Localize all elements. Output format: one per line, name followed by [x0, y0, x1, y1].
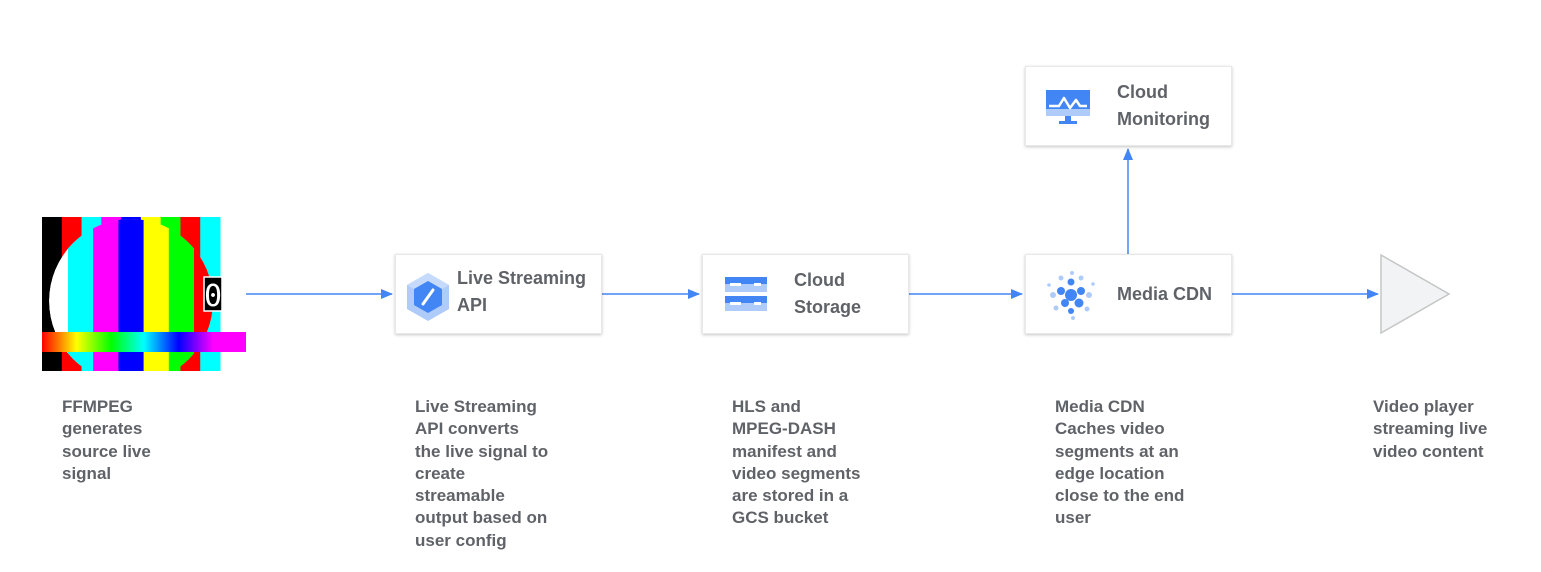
cloud-monitoring-node[interactable]: Cloud Monitoring — [1025, 66, 1232, 146]
caption-cloud-storage: HLS and MPEG-DASH manifest and video seg… — [732, 397, 861, 528]
cloud-storage-icon — [725, 277, 767, 311]
caption-video-player: Video player streaming live video conten… — [1373, 397, 1488, 461]
live-streaming-api-node[interactable]: Live Streaming API — [395, 254, 602, 334]
cloud-storage-label: Cloud Storage — [794, 270, 862, 317]
caption-media-cdn: Media CDN Caches video segments at an ed… — [1055, 397, 1185, 528]
ffmpeg-test-pattern-icon: 0 — [42, 217, 246, 371]
video-player-play-icon — [1380, 253, 1451, 335]
cloud-monitoring-icon — [1046, 90, 1090, 124]
media-cdn-label: Media CDN — [1117, 284, 1213, 304]
test-pattern-counter-box — [203, 276, 223, 312]
cloud-storage-node[interactable]: Cloud Storage — [702, 254, 909, 334]
caption-ffmpeg: FFMPEG generates source live signal — [62, 397, 151, 483]
test-pattern-rainbow-strip — [42, 332, 246, 352]
test-pattern-counter: 0 — [204, 279, 222, 314]
media-cdn-node[interactable]: Media CDN — [1025, 254, 1232, 334]
cloud-monitoring-label: Cloud Monitoring — [1117, 82, 1210, 129]
live-streaming-api-icon — [407, 273, 449, 321]
live-streaming-api-label: Live Streaming API — [457, 268, 587, 315]
caption-live-streaming-api: Live Streaming API converts the live sig… — [415, 397, 549, 550]
media-cdn-icon — [1047, 271, 1095, 320]
